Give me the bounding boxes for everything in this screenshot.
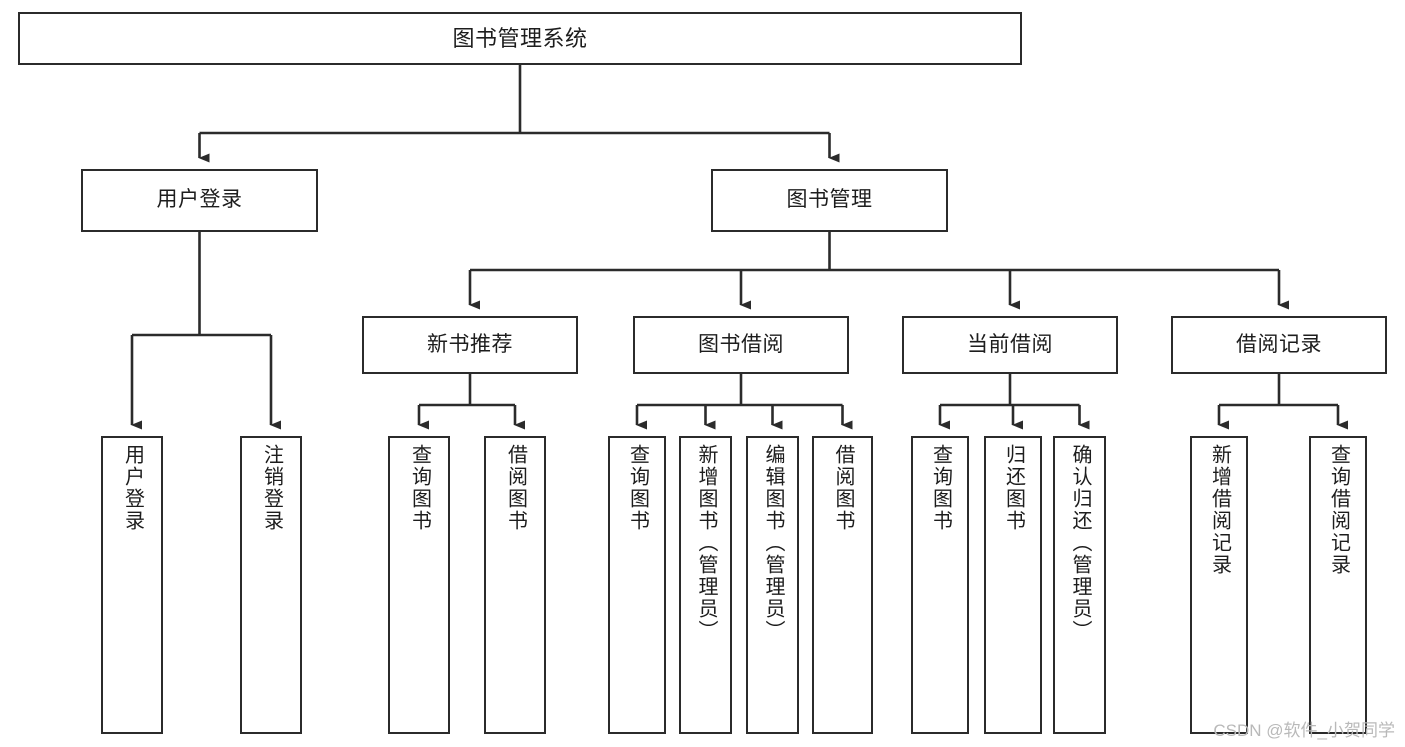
- node-leaf-add-book[interactable]: 新增图书（管理员）: [679, 436, 732, 734]
- node-book-borrow[interactable]: 图书借阅: [633, 316, 849, 374]
- node-label: 查询图书: [408, 444, 431, 532]
- node-label: 借阅记录: [1236, 332, 1322, 356]
- node-leaf-add-record[interactable]: 新增借阅记录: [1190, 436, 1248, 734]
- node-label: 用户登录: [156, 188, 243, 212]
- node-leaf-query-record[interactable]: 查询借阅记录: [1309, 436, 1367, 734]
- node-label: 查询图书: [929, 444, 952, 532]
- node-label: 新增借阅记录: [1208, 444, 1231, 576]
- node-label: 注销登录: [260, 444, 283, 532]
- node-new-book-rec[interactable]: 新书推荐: [362, 316, 578, 374]
- node-label: 图书管理系统: [452, 25, 588, 51]
- node-borrow-record[interactable]: 借阅记录: [1171, 316, 1387, 374]
- node-label: 借阅图书: [504, 444, 527, 532]
- node-label: 用户登录: [121, 444, 144, 532]
- node-leaf-return-book[interactable]: 归还图书: [984, 436, 1042, 734]
- node-leaf-borrow-book-1[interactable]: 借阅图书: [484, 436, 546, 734]
- node-leaf-query-book-1[interactable]: 查询图书: [388, 436, 450, 734]
- node-leaf-user-logout[interactable]: 注销登录: [240, 436, 302, 734]
- node-leaf-query-book-2[interactable]: 查询图书: [608, 436, 666, 734]
- node-label: 查询图书: [626, 444, 649, 532]
- node-label: 归还图书: [1002, 444, 1025, 532]
- node-user-login[interactable]: 用户登录: [81, 169, 318, 232]
- node-leaf-query-book-3[interactable]: 查询图书: [911, 436, 969, 734]
- node-label: 新书推荐: [427, 332, 513, 356]
- node-book-manage[interactable]: 图书管理: [711, 169, 948, 232]
- node-label: 编辑图书（管理员）: [762, 444, 784, 642]
- node-label: 图书借阅: [698, 332, 784, 356]
- node-label: 查询借阅记录: [1327, 444, 1350, 576]
- node-leaf-edit-book[interactable]: 编辑图书（管理员）: [746, 436, 799, 734]
- node-label: 新增图书（管理员）: [695, 444, 717, 642]
- node-label: 图书管理: [786, 188, 873, 212]
- node-current-borrow[interactable]: 当前借阅: [902, 316, 1118, 374]
- node-label: 确认归还（管理员）: [1069, 444, 1091, 642]
- node-leaf-confirm-ret[interactable]: 确认归还（管理员）: [1053, 436, 1106, 734]
- node-label: 当前借阅: [967, 332, 1053, 356]
- node-leaf-user-login[interactable]: 用户登录: [101, 436, 163, 734]
- node-label: 借阅图书: [832, 444, 854, 532]
- node-leaf-borrow-book-2[interactable]: 借阅图书: [812, 436, 873, 734]
- node-root[interactable]: 图书管理系统: [18, 12, 1022, 65]
